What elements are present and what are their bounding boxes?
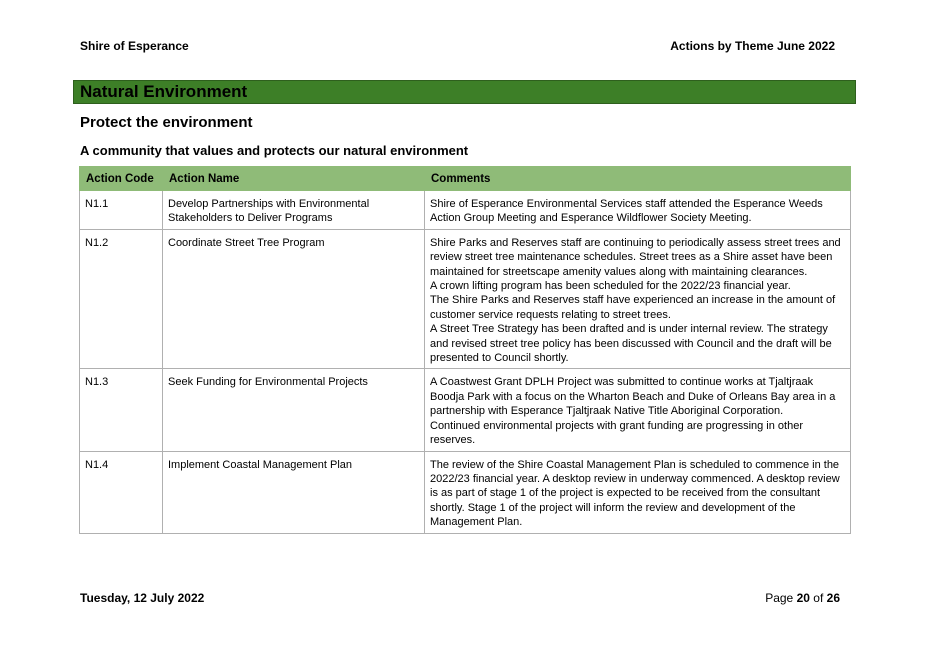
comment-line: A Street Tree Strategy has been drafted …	[430, 323, 832, 365]
table-header-row: Action Code Action Name Comments	[79, 166, 851, 191]
action-code: N1.1	[79, 190, 163, 230]
action-code: N1.3	[79, 368, 163, 452]
page-of: of	[813, 591, 824, 605]
column-header-comments: Comments	[424, 166, 851, 191]
table-row: N1.1 Develop Partnerships with Environme…	[79, 190, 851, 230]
action-comments: Shire of Esperance Environmental Service…	[424, 190, 851, 230]
objective-heading: A community that values and protects our…	[80, 143, 469, 158]
table-row: N1.2 Coordinate Street Tree Program Shir…	[79, 228, 851, 370]
action-code: N1.2	[79, 228, 163, 370]
comment-line: Shire Parks and Reserves staff are conti…	[430, 236, 841, 278]
theme-title: Natural Environment	[80, 82, 248, 101]
comment-line: A Coastwest Grant DPLH Project was submi…	[430, 376, 836, 418]
actions-table: Action Code Action Name Comments N1.1 De…	[79, 166, 851, 534]
comment-line: Shire of Esperance Environmental Service…	[430, 198, 823, 225]
table-row: N1.3 Seek Funding for Environmental Proj…	[79, 368, 851, 452]
table-row: N1.4 Implement Coastal Management Plan T…	[79, 450, 851, 534]
organisation-name: Shire of Esperance	[80, 39, 189, 53]
page-number: Page 20 of 26	[765, 591, 840, 605]
action-name: Seek Funding for Environmental Projects	[162, 368, 425, 452]
action-name: Develop Partnerships with Environmental …	[162, 190, 425, 230]
comment-line: A crown lifting program has been schedul…	[430, 280, 791, 293]
comment-line: The review of the Shire Coastal Manageme…	[430, 458, 840, 529]
action-name: Implement Coastal Management Plan	[162, 450, 425, 534]
action-name: Coordinate Street Tree Program	[162, 228, 425, 370]
page-current: 20	[796, 591, 810, 605]
goal-heading: Protect the environment	[80, 114, 253, 131]
action-code: N1.4	[79, 450, 163, 534]
action-comments: The review of the Shire Coastal Manageme…	[424, 450, 851, 534]
page-prefix: Page	[765, 591, 794, 605]
comment-line: The Shire Parks and Reserves staff have …	[430, 294, 836, 321]
footer-date: Tuesday, 12 July 2022	[80, 591, 205, 605]
page-total: 26	[826, 591, 840, 605]
column-header-action-name: Action Name	[162, 166, 425, 191]
report-title: Actions by Theme June 2022	[670, 39, 835, 53]
action-comments: Shire Parks and Reserves staff are conti…	[424, 228, 851, 370]
column-header-action-code: Action Code	[79, 166, 163, 191]
comment-line: Continued environmental projects with gr…	[430, 419, 803, 447]
theme-banner: Natural Environment	[73, 80, 856, 104]
action-comments: A Coastwest Grant DPLH Project was submi…	[424, 368, 851, 452]
